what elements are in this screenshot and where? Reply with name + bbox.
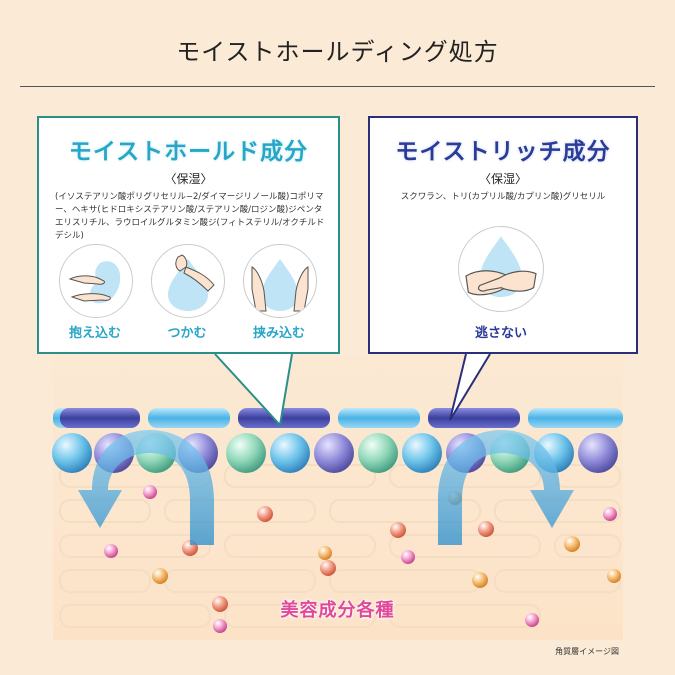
moist-rich-heading: モイストリッチ成分 [395, 139, 611, 165]
moist-hold-subheading: 〈保湿〉 [164, 172, 213, 186]
hands-sandwich-icon [243, 244, 317, 318]
moist-hold-panel: モイストホールド成分 〈保湿〉 (イソステアリン酸ポリグリセリル−2/ダイマージ… [37, 116, 340, 354]
moist-hold-ingredients: (イソステアリン酸ポリグリセリル−2/ダイマージリノール酸)コポリマー、ヘキサ(… [55, 192, 325, 241]
beauty-ingredients-label: 美容成分各種 [280, 600, 395, 621]
hands-hold-icon [458, 226, 544, 312]
moist-rich-panel: モイストリッチ成分 〈保湿〉 スクワラン、トリ(カプリル酸/カプリン酸)グリセリ… [368, 116, 638, 354]
hand-grab-icon [151, 244, 225, 318]
action-label-hold: 逃さない [474, 326, 527, 341]
action-label-embrace: 抱え込む [68, 326, 121, 341]
title-divider [20, 86, 655, 87]
page-title: モイストホールディング処方 [176, 38, 499, 66]
moist-rich-ingredients: スクワラン、トリ(カプリル酸/カプリン酸)グリセリル [400, 192, 606, 202]
moist-rich-subheading: 〈保湿〉 [478, 172, 527, 186]
image-caption: 角質層イメージ図 [555, 647, 619, 656]
action-label-grab: つかむ [167, 326, 207, 341]
moist-hold-heading: モイストホールド成分 [68, 139, 309, 165]
action-label-sandwich: 挟み込む [252, 326, 305, 341]
hands-embrace-icon [59, 244, 133, 318]
